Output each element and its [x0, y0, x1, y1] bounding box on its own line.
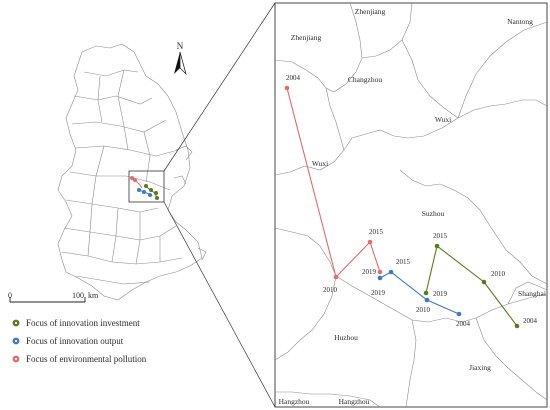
output-point-2004	[456, 311, 462, 317]
investment-year-label: 2019	[433, 290, 448, 298]
pollution-year-label: 2015	[369, 228, 384, 236]
overview-investment-point	[149, 188, 153, 192]
overview-output-point	[142, 190, 146, 194]
overview-investment-point	[144, 184, 148, 188]
output-year-label: 2019	[371, 289, 386, 297]
coast-detail	[173, 145, 207, 261]
pollution-trajectory-line	[286, 87, 381, 279]
investment-trajectory-line	[425, 245, 518, 327]
pollution-year-label: 2004	[286, 74, 301, 82]
city-label: Wuxi	[312, 159, 328, 168]
output-point-2019	[377, 275, 383, 281]
detail-map: Zhenjiang Zhenjiang Nantong Changzhou Wu…	[274, 2, 548, 408]
detail-frame	[274, 2, 548, 408]
overview-map	[57, 43, 207, 301]
scale-end: 100	[72, 291, 84, 300]
scale-unit: km	[88, 291, 99, 300]
city-label: Shanghai	[518, 289, 546, 298]
city-label: Changzhou	[348, 75, 382, 84]
north-arrow-icon: N	[174, 41, 187, 76]
city-label: Hangzhou	[279, 397, 310, 406]
scale-start: 0	[8, 291, 12, 300]
city-label: Zhenjiang	[355, 7, 386, 16]
city-label: Suzhou	[422, 209, 445, 218]
investment-year-label: 2010	[491, 270, 506, 278]
investment-point-2015	[434, 243, 440, 249]
overview-investment-trail	[145, 185, 158, 199]
city-label: Zhenjiang	[291, 33, 322, 42]
output-point-2010	[424, 297, 430, 303]
pollution-point-2015	[367, 239, 373, 245]
output-trajectory-line	[379, 271, 460, 315]
city-label: Huzhou	[334, 333, 358, 342]
city-label: Wuxi	[435, 115, 451, 124]
detail-boundaries	[274, 2, 548, 408]
legend-item-investment: Focus of innovation investment	[12, 318, 140, 328]
scale-bar: 0 100 km	[8, 291, 99, 303]
city-label: Hangzhou	[339, 397, 370, 406]
output-year-label: 2004	[456, 320, 471, 328]
region-outline	[57, 43, 203, 301]
pollution-year-label: 2019	[362, 268, 377, 276]
overview-pollution-point	[133, 178, 137, 182]
investment-point-2010	[481, 279, 487, 285]
connector-line-bottom	[163, 201, 276, 408]
investment-year-label: 2004	[523, 317, 538, 325]
inner-boundaries	[61, 69, 183, 285]
connector-line-top	[163, 2, 276, 172]
investment-year-label: 2015	[433, 232, 448, 240]
inset-box	[128, 170, 165, 203]
overview-investment-point	[155, 196, 159, 200]
legend-output-label: Focus of innovation output	[26, 336, 124, 346]
output-point-2015	[388, 269, 394, 275]
pollution-point-2010	[333, 274, 339, 280]
city-label: Jiaxing	[469, 363, 491, 372]
legend-investment-label: Focus of innovation investment	[26, 318, 140, 328]
overview-pollution-point	[130, 176, 134, 180]
investment-point-2019	[423, 290, 429, 296]
city-label: Nantong	[507, 17, 533, 26]
overview-output-point	[148, 193, 152, 197]
output-year-label: 2015	[396, 258, 411, 266]
output-year-label: 2010	[416, 306, 431, 314]
pollution-point-2019	[377, 269, 383, 275]
overview-investment-point	[154, 191, 158, 195]
investment-point-2004	[514, 323, 520, 329]
legend-pollution-label: Focus of environmental pollution	[26, 354, 147, 364]
legend-item-output: Focus of innovation output	[12, 336, 124, 346]
pollution-point-2004	[284, 85, 290, 91]
legend: Focus of innovation investment Focus of …	[12, 318, 147, 364]
north-label: N	[177, 41, 184, 51]
pollution-year-label: 2010	[323, 286, 338, 294]
legend-item-pollution: Focus of environmental pollution	[12, 354, 147, 364]
overview-output-point	[137, 188, 141, 192]
